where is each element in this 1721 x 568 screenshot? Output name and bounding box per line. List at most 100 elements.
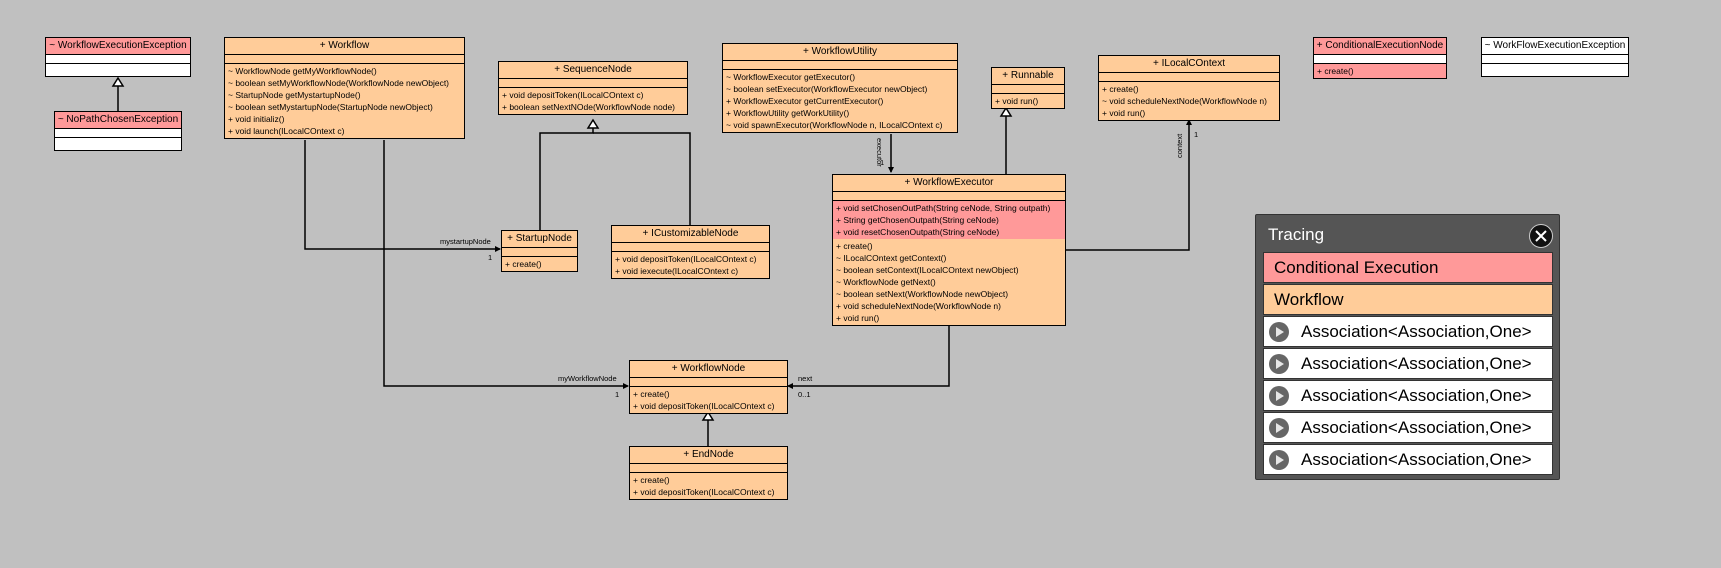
class-icustomizable-node[interactable]: + ICustomizableNode + void depositToken(…: [611, 225, 770, 279]
tracing-association-row[interactable]: Association<Association,One>: [1263, 412, 1553, 443]
operation-section: + void setChosenOutPath(String ceNode, S…: [833, 201, 1065, 325]
operation-section: + create() + void depositToken(ILocalCOn…: [630, 473, 787, 499]
class-name: + SequenceNode: [499, 62, 687, 79]
tracing-association-label: Association<Association,One>: [1301, 321, 1532, 341]
edge-label-next-role: next: [798, 374, 813, 383]
operation: + void depositToken(ILocalCOntext c): [633, 487, 775, 497]
operation: ~ void scheduleNextNode(WorkflowNode n): [1102, 96, 1267, 106]
class-workflow-executor[interactable]: + WorkflowExecutor + void setChosenOutPa…: [832, 174, 1066, 326]
operation: + void run(): [995, 96, 1039, 106]
association-edge: [383, 140, 628, 387]
tracing-association-label: Association<Association,One>: [1301, 449, 1532, 469]
operation: + void depositToken(ILocalCOntext c): [633, 401, 775, 411]
operation: + String getChosenOutpath(String ceNode): [836, 215, 999, 225]
operation: + void depositToken(ILocalCOntext c): [502, 90, 644, 100]
operation: + create(): [633, 475, 670, 485]
edge-label-context-role: context: [1175, 133, 1184, 158]
tracing-feature-label: Conditional Execution: [1274, 257, 1439, 277]
operation-section: [46, 64, 190, 76]
class-ilocal-context[interactable]: + ILocalCOntext + create() ~ void schedu…: [1098, 55, 1280, 121]
operation-section: ~ WorkflowNode getMyWorkflowNode() ~ boo…: [225, 64, 464, 138]
operation: + create(): [505, 259, 542, 269]
class-workflow-execution-exception-2[interactable]: ~ WorkFlowExecutionException: [1481, 37, 1629, 77]
tracing-panel: Tracing Conditional Execution Workflow A…: [1255, 214, 1560, 480]
association-arrowhead: [787, 383, 793, 389]
tracing-association-row[interactable]: Association<Association,One>: [1263, 348, 1553, 379]
association-edge: [1065, 120, 1190, 251]
tracing-feature-conditional-execution[interactable]: Conditional Execution: [1263, 252, 1553, 283]
association-arrowhead: [495, 246, 501, 252]
operation-section: + create() ~ void scheduleNextNode(Workf…: [1099, 82, 1279, 120]
operation: + create(): [1317, 66, 1354, 76]
tracing-feature-label: Workflow: [1274, 289, 1344, 309]
operation: + void depositToken(ILocalCOntext c): [615, 254, 757, 264]
edge-label-executor-mult: 1: [880, 158, 885, 167]
generalization-arrowhead: [701, 410, 715, 421]
operation-section: [55, 138, 181, 150]
close-icon[interactable]: [1529, 224, 1553, 248]
attribute-section: [502, 248, 577, 257]
class-no-path-chosen-exception[interactable]: ~ NoPathChosenException: [54, 111, 182, 151]
class-workflow-node[interactable]: + WorkflowNode + create() + void deposit…: [629, 360, 788, 414]
operation-section: ~ WorkflowExecutor getExecutor() ~ boole…: [723, 70, 957, 132]
edge-label-context-mult: 1: [1194, 130, 1199, 139]
attribute-section: [723, 61, 957, 70]
edge-label-mystartup-role: mystartupNode: [440, 237, 491, 246]
class-name: + EndNode: [630, 447, 787, 464]
operation: + create(): [1102, 84, 1139, 94]
attribute-section: [1482, 55, 1628, 64]
operation: + void resetChosenOutpath(String ceNode): [836, 227, 1000, 237]
operation: + void scheduleNextNode(WorkflowNode n): [836, 301, 1001, 311]
attribute-section: [630, 464, 787, 473]
class-name: + ICustomizableNode: [612, 226, 769, 243]
class-name: + ILocalCOntext: [1099, 56, 1279, 73]
tracing-association-row[interactable]: Association<Association,One>: [1263, 316, 1553, 347]
play-icon[interactable]: [1269, 321, 1289, 342]
class-end-node[interactable]: + EndNode + create() + void depositToken…: [629, 446, 788, 500]
operation-section: + void depositToken(ILocalCOntext c) + b…: [499, 88, 687, 114]
operation: + WorkflowUtility getWorkUtility(): [726, 108, 850, 118]
operation-section: + create(): [502, 257, 577, 271]
operation: ~ WorkflowNode getNext(): [836, 277, 936, 287]
operation-section: + void depositToken(ILocalCOntext c) + v…: [612, 252, 769, 278]
tracing-feature-workflow[interactable]: Workflow: [1263, 284, 1553, 315]
class-name: ~ NoPathChosenException: [55, 112, 181, 129]
operation: + void run(): [1102, 108, 1146, 118]
class-workflow-execution-exception[interactable]: ~ WorkflowExecutionException: [45, 37, 191, 77]
play-icon[interactable]: [1269, 385, 1289, 406]
play-icon[interactable]: [1269, 417, 1289, 438]
operation: + boolean setNextNOde(WorkflowNode node): [502, 102, 676, 112]
class-startup-node[interactable]: + StartupNode + create(): [501, 230, 578, 272]
play-icon[interactable]: [1269, 449, 1289, 470]
class-workflow-utility[interactable]: + WorkflowUtility ~ WorkflowExecutor get…: [722, 43, 958, 133]
play-icon[interactable]: [1269, 353, 1289, 374]
tracing-association-label: Association<Association,One>: [1301, 353, 1532, 373]
edge-label-myworkflow-role: myWorkflowNode: [558, 374, 617, 383]
class-conditional-execution-node[interactable]: + ConditionalExecutionNode + create(): [1313, 37, 1447, 79]
operation-section: + create() + void depositToken(ILocalCOn…: [630, 387, 787, 413]
class-workflow[interactable]: + Workflow ~ WorkflowNode getMyWorkflowN…: [224, 37, 465, 139]
class-name: + Runnable: [992, 68, 1064, 85]
operation: ~ WorkflowNode getMyWorkflowNode(): [228, 66, 377, 76]
operation: + WorkflowExecutor getCurrentExecutor(): [726, 96, 884, 106]
operation-section: [1482, 64, 1628, 76]
class-name: + StartupNode: [502, 231, 577, 248]
attribute-section: [630, 378, 787, 387]
operation: + void run(): [836, 313, 880, 323]
class-sequence-node[interactable]: + SequenceNode + void depositToken(ILoca…: [498, 61, 688, 115]
tracing-association-row[interactable]: Association<Association,One>: [1263, 380, 1553, 411]
attribute-section: [55, 129, 181, 138]
operation: ~ boolean setContext(ILocalCOntext newOb…: [836, 265, 1019, 275]
attribute-section: [1099, 73, 1279, 82]
association-edge: [788, 326, 950, 387]
class-name: + WorkflowExecutor: [833, 175, 1065, 192]
tracing-association-row[interactable]: Association<Association,One>: [1263, 444, 1553, 475]
operation-section: + void run(): [992, 94, 1064, 108]
attribute-section: [225, 55, 464, 64]
edge-label-next-mult: 0..1: [798, 390, 811, 399]
edge-label-myworkflow-mult: 1: [615, 390, 620, 399]
attribute-section: [1314, 55, 1446, 64]
tracing-association-label: Association<Association,One>: [1301, 417, 1532, 437]
class-runnable[interactable]: + Runnable + void run(): [991, 67, 1065, 109]
